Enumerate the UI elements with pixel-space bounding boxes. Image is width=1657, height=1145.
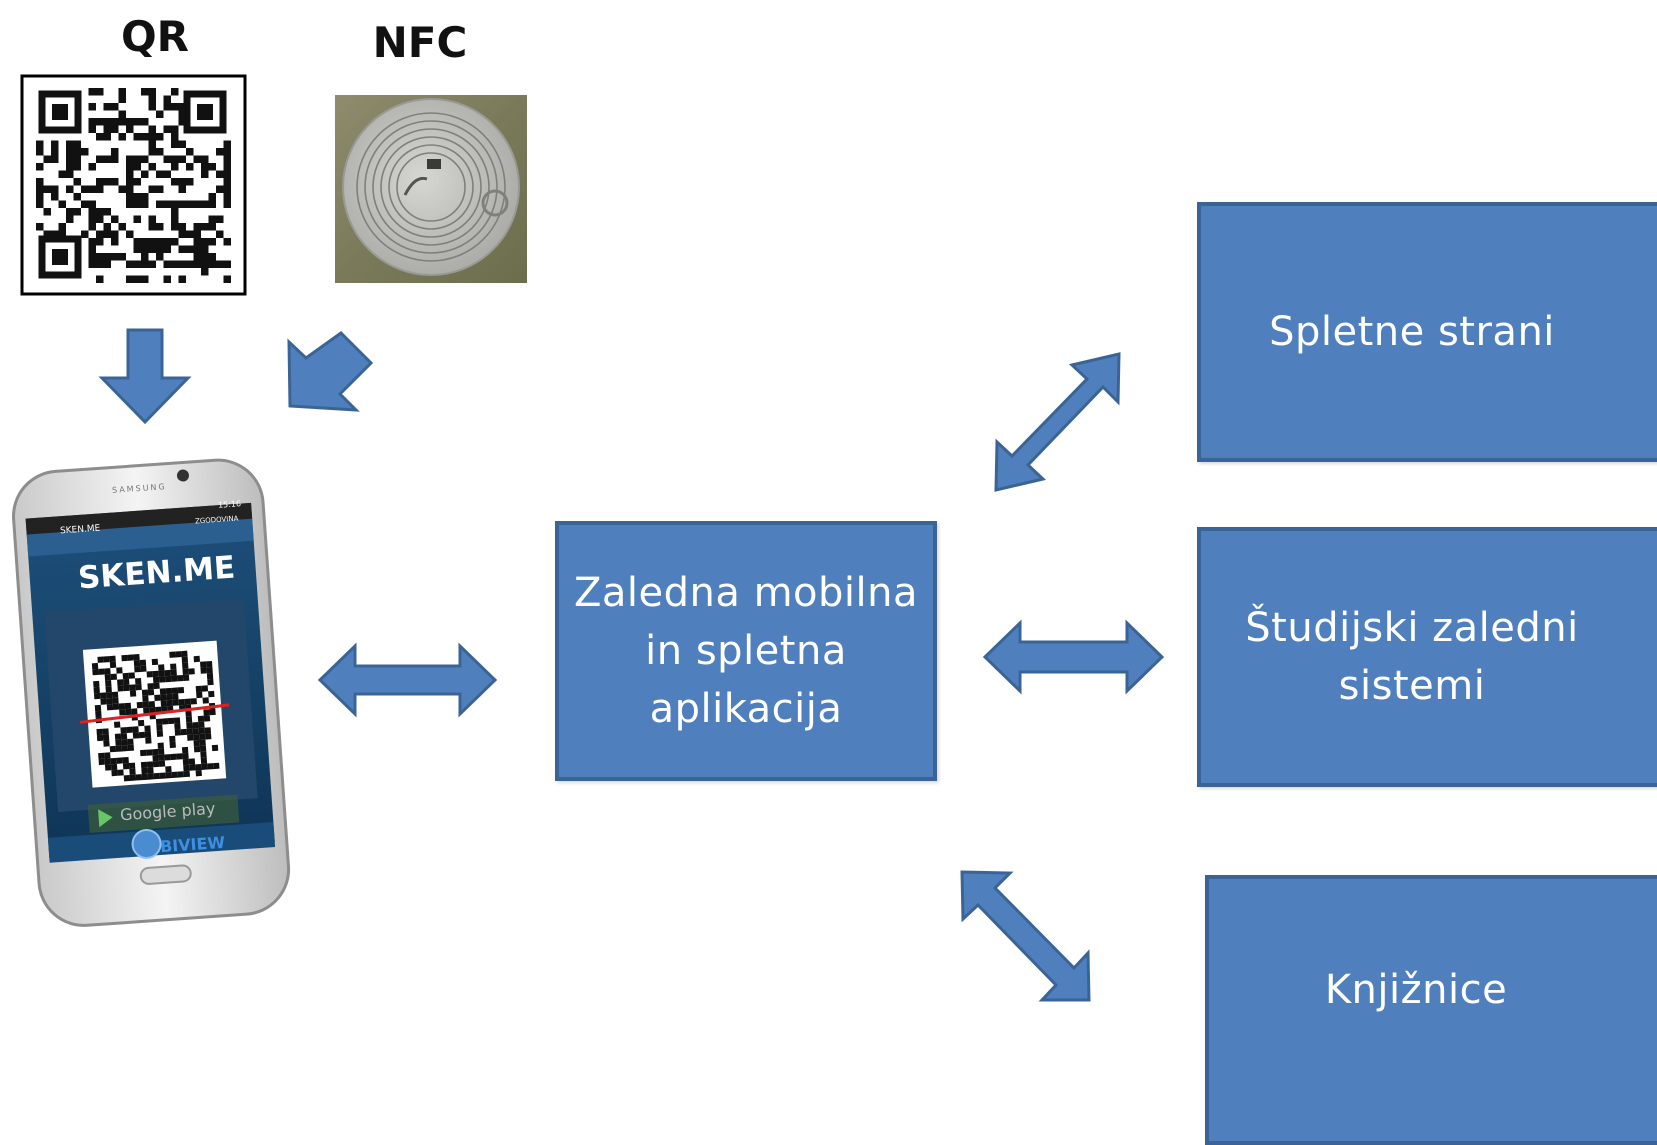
nfc-label: NFC [372, 18, 468, 67]
backend-app-box: Zaledna mobilna in spletna aplikacija [555, 521, 937, 781]
web-pages-box: Spletne strani [1197, 202, 1657, 462]
qr-code-icon [20, 74, 247, 296]
web-pages-label: Spletne strani [1269, 309, 1555, 355]
smartphone-icon [12, 458, 291, 927]
libraries-label: Knjižnice [1324, 967, 1508, 1013]
backend-app-label: Zaledna mobilna in spletna aplikacija [573, 570, 919, 732]
study-systems-box: Študijski zaledni sistemi [1197, 527, 1657, 787]
libraries-box: Knjižnice [1205, 875, 1657, 1145]
nfc-tag-icon [335, 95, 527, 283]
qr-label: QR [120, 12, 190, 61]
study-systems-label: Študijski zaledni sistemi [1245, 605, 1579, 709]
